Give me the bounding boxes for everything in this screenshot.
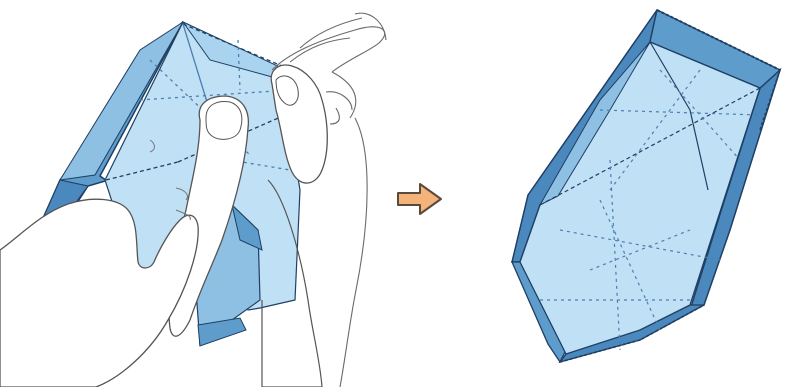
fingernail-index <box>206 102 242 140</box>
paper-after-face <box>520 42 760 354</box>
step-before-illustration <box>0 13 386 387</box>
step-after-illustration <box>512 10 780 362</box>
right-arrow-icon <box>398 184 441 214</box>
